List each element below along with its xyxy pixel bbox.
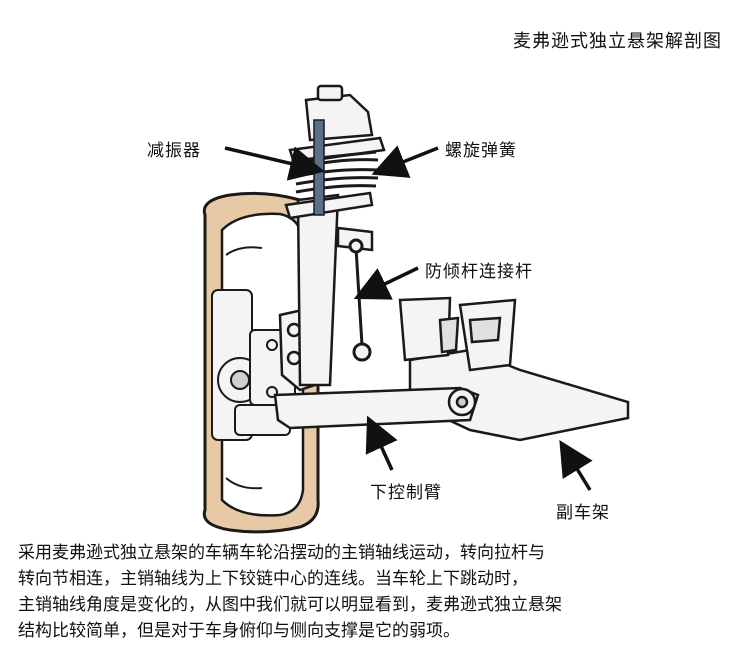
arrow-lower-control-arm [365, 415, 398, 471]
caption-line: 采用麦弗逊式独立悬架的车辆车轮沿摆动的主销轴线运动，转向拉杆与 [18, 543, 545, 563]
strut-assembly [278, 84, 386, 392]
arrow-shock-absorber [224, 146, 325, 181]
lower-control-arm [273, 386, 480, 430]
arrow-coil-spring [371, 145, 439, 178]
label-shock-absorber: 减振器 [147, 141, 201, 161]
label-coil-spring: 螺旋弹簧 [445, 141, 517, 161]
diagram-title: 麦弗逊式独立悬架解剖图 [513, 31, 722, 52]
arrow-subframe [559, 440, 593, 491]
caption-line: 主销轴线角度是变化的，从图中我们就可以明显看到，麦弗逊式独立悬架 [18, 595, 562, 615]
label-subframe: 副车架 [556, 503, 610, 523]
stabilizer-link [348, 238, 372, 362]
label-stabilizer-link: 防倾杆连接杆 [425, 262, 533, 282]
arrow-stabilizer-link [353, 266, 419, 300]
leader-arrows [224, 145, 593, 491]
caption: 采用麦弗逊式独立悬架的车辆车轮沿摆动的主销轴线运动，转向拉杆与 转向节相连，主销… [18, 540, 738, 644]
caption-line: 转向节相连，主销轴线为上下铰链中心的连线。当车轮上下跳动时， [18, 569, 528, 589]
caption-line: 结构比较简单，但是对于车身俯仰与侧向支撑是它的弱项。 [18, 621, 460, 641]
label-lower-control-arm: 下控制臂 [370, 483, 442, 503]
shock-absorber-rod [313, 119, 325, 216]
